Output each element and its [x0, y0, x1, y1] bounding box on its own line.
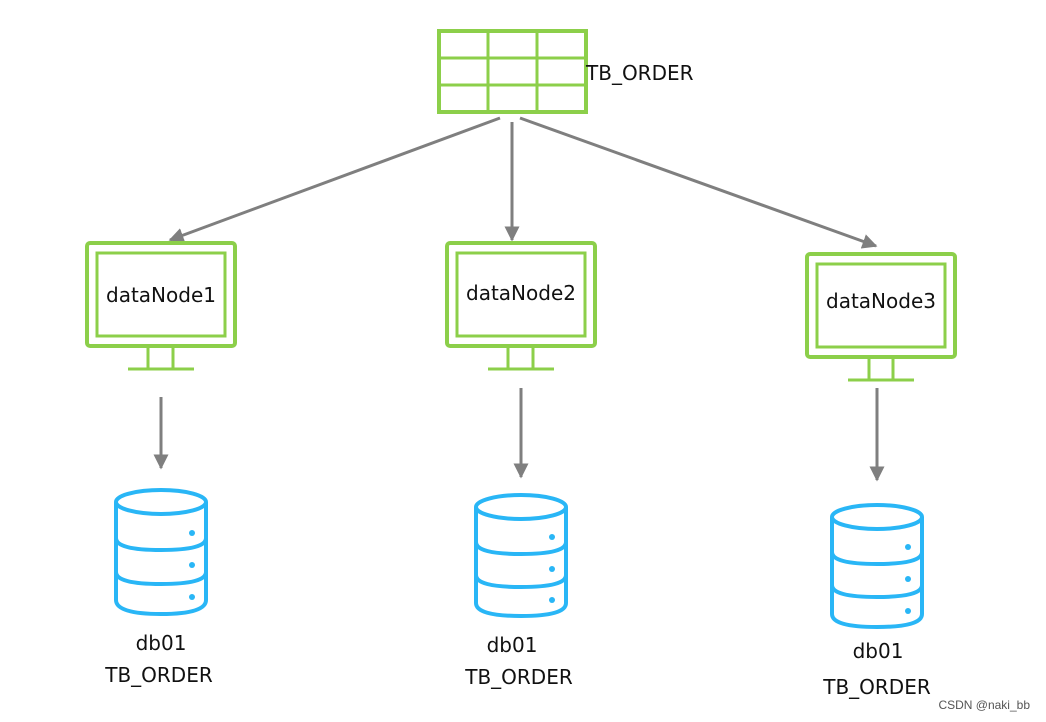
- data-node-label: dataNode1: [106, 283, 216, 307]
- data-node-1: dataNode1: [85, 241, 237, 371]
- database-table-name: TB_ORDER: [464, 665, 573, 689]
- source-table-label: TB_ORDER: [585, 61, 694, 85]
- data-node-label: dataNode3: [826, 289, 936, 313]
- monitor-icon: [85, 241, 237, 371]
- database-2: db01 TB_ORDER: [464, 493, 573, 689]
- monitor-icon: [445, 241, 597, 371]
- database-name: db01: [487, 633, 538, 657]
- database-table-name: TB_ORDER: [822, 675, 931, 699]
- table-grid-icon: [437, 29, 588, 114]
- database-3: db01 TB_ORDER: [822, 503, 931, 699]
- monitor-icon: [805, 252, 957, 382]
- database-icon: [474, 493, 568, 619]
- arrow-to-datanode3: [519, 116, 878, 249]
- data-node-2: dataNode2: [445, 241, 597, 371]
- database-icon: [114, 488, 208, 617]
- database-1: db01 TB_ORDER: [104, 488, 213, 687]
- arrow-to-datanode1: [168, 116, 501, 243]
- database-name: db01: [853, 639, 904, 663]
- database-name: db01: [136, 631, 187, 655]
- csdn-watermark: CSDN @naki_bb: [938, 698, 1030, 712]
- storage-arrows: [153, 388, 885, 482]
- database-icon: [830, 503, 924, 630]
- data-node-3: dataNode3: [805, 252, 957, 382]
- distribution-arrows: [168, 116, 878, 249]
- data-node-label: dataNode2: [466, 281, 576, 305]
- database-table-name: TB_ORDER: [104, 663, 213, 687]
